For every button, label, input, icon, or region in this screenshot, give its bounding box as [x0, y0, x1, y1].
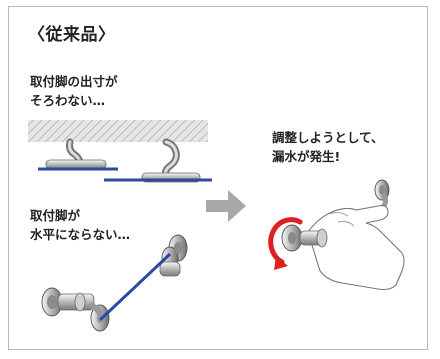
rotation-arrow-icon — [268, 217, 303, 265]
result-caption-leak: 調整しようとして、 漏水が発生! — [272, 128, 384, 166]
fitting-being-turned-icon — [281, 224, 328, 252]
comparison-panel — [8, 6, 428, 350]
wall-mounted-fittings-illustration — [28, 120, 212, 183]
caption-line: 取付脚が — [30, 208, 81, 223]
panel-title: 〈従来品〉 — [28, 25, 116, 45]
right-mounting-leg-icon — [141, 138, 201, 183]
wall-hatching — [28, 120, 208, 142]
hand-icon — [307, 205, 405, 291]
rotation-arrowhead-icon — [274, 256, 288, 270]
left-mounting-leg-icon — [45, 138, 107, 170]
problem-caption-uneven-length: 取付脚の出寸が そろわない… — [30, 72, 118, 110]
guide-line-diagonal — [98, 252, 172, 322]
caption-line: 取付脚の出寸が — [30, 74, 118, 89]
caption-line: そろわない… — [30, 93, 106, 108]
wall-leg-icon — [374, 179, 390, 211]
lower-left-leg-icon — [41, 287, 110, 332]
upper-right-leg-icon — [159, 234, 188, 277]
problem-caption-not-level: 取付脚が 水平にならない… — [30, 206, 130, 244]
caption-line: 調整しようとして、 — [272, 130, 384, 145]
caption-line: 水平にならない… — [30, 227, 131, 242]
hand-adjusting-illustration — [268, 179, 405, 291]
right-arrow-icon — [206, 190, 246, 222]
caption-line: 漏水が発生! — [272, 149, 341, 164]
tilted-fittings-illustration — [41, 234, 188, 332]
